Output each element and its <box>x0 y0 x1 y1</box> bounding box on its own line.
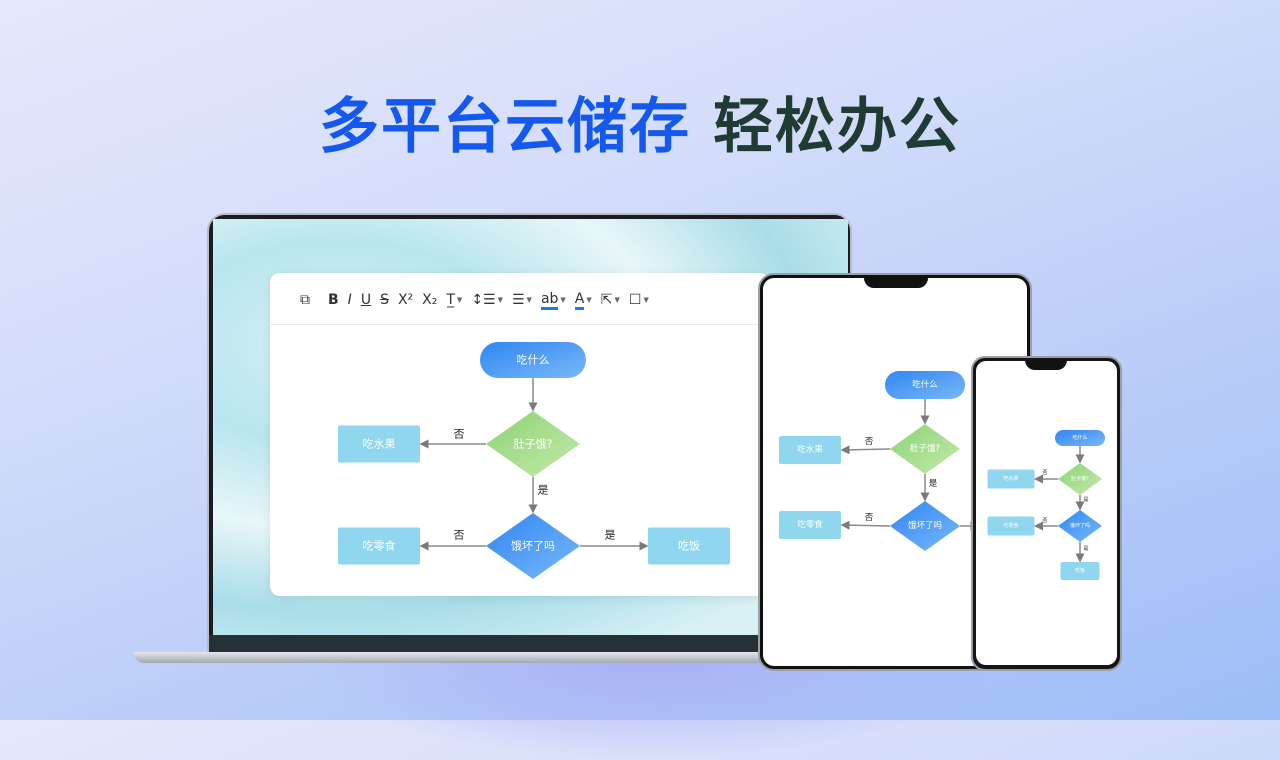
snack-node[interactable] <box>987 516 1035 536</box>
no-label-1: 否 <box>1042 470 1047 476</box>
text-style-icon: T̲ <box>446 292 455 308</box>
fruit-node-label: 吃水果 <box>797 444 823 455</box>
phone-screen <box>976 361 1117 665</box>
italic-button[interactable]: I <box>348 288 352 312</box>
start-node[interactable] <box>885 371 965 399</box>
snack-node[interactable] <box>338 527 420 565</box>
start-node-label: 吃什么 <box>912 379 938 390</box>
select-icon: ⇱ <box>600 292 613 308</box>
yes-label-1: 是 <box>538 484 549 497</box>
connector-arrow <box>840 445 891 455</box>
tablet-notch <box>864 276 928 288</box>
highlight-icon: ab <box>540 291 559 310</box>
text-style-button[interactable]: T̲▼ <box>446 288 462 312</box>
starving-decision[interactable] <box>1058 510 1102 542</box>
headline: 多平台云储存轻松办公 <box>0 78 1280 165</box>
fruit-node-label: 吃水果 <box>1003 475 1018 482</box>
headline-part2: 轻松办公 <box>713 92 961 162</box>
fruit-node-label: 吃水果 <box>363 438 396 451</box>
no-label-1: 否 <box>865 437 874 447</box>
meal-node[interactable] <box>1060 562 1100 580</box>
starving-decision-label: 饿坏了吗 <box>1070 522 1090 529</box>
dropdown-caret-icon[interactable]: ▼ <box>526 296 532 304</box>
bold-icon: B <box>328 292 339 308</box>
toolbar-divider <box>270 324 770 325</box>
superscript-icon: X² <box>397 292 414 308</box>
copy-style-button[interactable]: ⧉ <box>300 288 310 312</box>
hungry-decision[interactable] <box>486 411 580 477</box>
starving-decision-label: 饿坏了吗 <box>908 520 942 531</box>
yes-label-1: 是 <box>929 479 938 489</box>
laptop-flowchart: 吃什么肚子饿?饿坏了吗吃水果吃零食吃饭否是否是 <box>338 342 730 579</box>
meal-node[interactable] <box>648 527 730 565</box>
dropdown-caret-icon[interactable]: ▼ <box>643 296 649 304</box>
fruit-node[interactable] <box>779 436 841 464</box>
headline-part1: 多平台云储存 <box>319 92 691 162</box>
line-spacing-icon: ↕☰ <box>471 292 496 308</box>
line-spacing-button[interactable]: ↕☰▼ <box>471 288 503 312</box>
start-node[interactable] <box>1055 430 1105 446</box>
snack-node-label: 吃零食 <box>1003 522 1018 529</box>
laptop-chin <box>209 635 850 653</box>
fruit-node[interactable] <box>987 469 1035 489</box>
fruit-node[interactable] <box>338 425 420 463</box>
yes-label-2: 是 <box>605 529 616 542</box>
meal-node-label: 吃饭 <box>1075 567 1085 574</box>
hungry-decision-label: 肚子饿? <box>910 443 940 454</box>
laptop-base <box>133 652 773 663</box>
font-color-button[interactable]: A▼ <box>574 288 592 312</box>
subscript-button[interactable]: X₂ <box>422 288 437 312</box>
hungry-decision[interactable] <box>890 424 960 474</box>
shape-icon: ☐ <box>628 292 642 308</box>
snack-node[interactable] <box>779 511 841 539</box>
yes-label-2: 是 <box>1083 546 1088 552</box>
dropdown-caret-icon[interactable]: ▼ <box>560 296 566 304</box>
highlight-button[interactable]: ab▼ <box>540 288 566 312</box>
hungry-decision-label: 肚子饿? <box>514 437 553 451</box>
hungry-decision-label: 肚子饿? <box>1071 475 1089 482</box>
font-color-icon: A <box>574 291 585 310</box>
connector-arrow <box>840 520 891 530</box>
shape-button[interactable]: ☐▼ <box>629 288 649 312</box>
underline-button[interactable]: U <box>361 288 371 312</box>
underline-icon: U <box>360 292 372 308</box>
superscript-button[interactable]: X² <box>398 288 413 312</box>
select-button[interactable]: ⇱▼ <box>601 288 620 312</box>
snack-node-label: 吃零食 <box>797 519 823 530</box>
dropdown-caret-icon[interactable]: ▼ <box>497 296 503 304</box>
start-node-label: 吃什么 <box>1072 434 1087 441</box>
meal-node-label: 吃饭 <box>678 540 700 553</box>
no-label-2: 否 <box>454 529 465 542</box>
start-node[interactable] <box>480 342 586 378</box>
no-label-2: 否 <box>1042 518 1047 524</box>
italic-icon: I <box>347 292 352 308</box>
copy-style-icon: ⧉ <box>300 292 310 308</box>
start-node-label: 吃什么 <box>517 354 550 367</box>
dropdown-caret-icon[interactable]: ▼ <box>586 296 592 304</box>
dropdown-caret-icon[interactable]: ▼ <box>456 296 463 304</box>
starving-decision-label: 饿坏了吗 <box>511 539 555 553</box>
snack-node-label: 吃零食 <box>363 539 396 553</box>
list-button[interactable]: ☰▼ <box>512 288 532 312</box>
strikethrough-icon: S <box>380 292 389 308</box>
no-label-2: 否 <box>865 513 874 523</box>
hungry-decision[interactable] <box>1058 463 1102 495</box>
starving-decision[interactable] <box>890 501 960 551</box>
subscript-icon: X₂ <box>422 292 438 308</box>
bold-button[interactable]: B <box>328 288 339 312</box>
yes-label-1: 是 <box>1083 497 1088 503</box>
phone-notch <box>1025 360 1067 370</box>
strikethrough-button[interactable]: S <box>380 288 389 312</box>
no-label-1: 否 <box>454 428 465 441</box>
list-icon: ☰ <box>511 292 525 308</box>
starving-decision[interactable] <box>486 513 580 579</box>
dropdown-caret-icon[interactable]: ▼ <box>614 296 620 304</box>
